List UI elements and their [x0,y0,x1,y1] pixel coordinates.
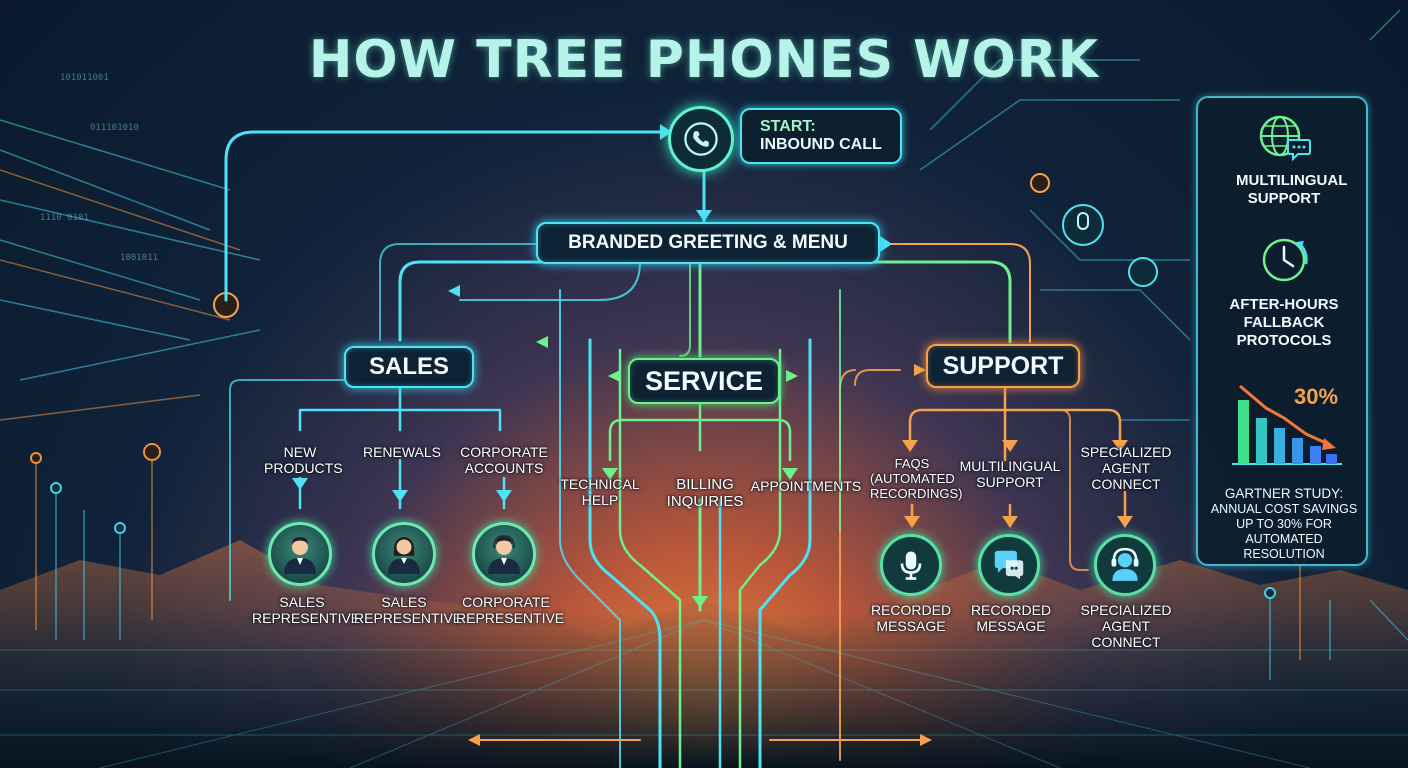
sidebar-item-multilingual: MULTILINGUAL SUPPORT [1236,172,1348,207]
support-option-specialized-agent: SPECIALIZED AGENT CONNECT [1080,444,1172,492]
stat-caption-title: GARTNER STUDY: [1224,486,1344,501]
greeting-menu-node: BRANDED GREETING & MENU [536,222,880,264]
phone-glyph [684,122,718,156]
globe-chat-icon [1256,110,1312,166]
benefits-panel: MULTILINGUAL SUPPORT AFTER-HOURS FALLBAC… [1196,96,1368,566]
support-option-multilingual: MULTILINGUAL SUPPORT [959,458,1061,490]
support-result-3: SPECIALIZED AGENT CONNECT [1080,602,1172,650]
service-option-appointments: APPOINTMENTS [750,478,862,494]
sales-option-new-products: NEW PRODUCTS [264,444,343,476]
headset-agent-icon [472,522,536,586]
sales-option-renewals: RENEWALS [362,444,442,460]
support-option-faqs: FAQS (AUTOMATED RECORDINGS) [870,456,963,501]
microphone-icon [880,534,942,596]
support-result-1: RECORDED MESSAGE [870,602,952,634]
svg-text:1110 0101: 1110 0101 [40,213,89,223]
support-result-2: RECORDED MESSAGE [970,602,1052,634]
service-option-billing-inquiries: BILLING INQUIRIES [666,476,744,510]
svg-text:1001011: 1001011 [120,253,158,263]
sidebar-item-after-hours: AFTER-HOURS FALLBACK PROTOCOLS [1229,296,1339,349]
support-node: SUPPORT [926,344,1080,388]
male-agent-icon [268,522,332,586]
female-agent-icon [372,522,436,586]
stat-caption-body: ANNUAL COST SAVINGS UP TO 30% FOR AUTOMA… [1210,502,1358,561]
svg-text:011101010: 011101010 [90,123,139,133]
svg-text:101011001: 101011001 [60,73,109,83]
sales-node: SALES [344,346,474,388]
sales-result-3: CORPORATE REPRESENTIVE [456,594,565,626]
stat-value: 30% [1294,384,1339,409]
sales-option-corporate-accounts: CORPORATE ACCOUNTS [460,444,548,476]
declining-bar-chart-icon [1226,378,1346,468]
phone-icon [668,106,734,172]
sales-result-1: SALES REPRESENTIVE [252,594,361,626]
start-label: START: [760,118,816,135]
start-description: INBOUND CALL [760,136,882,153]
page-title: HOW TREE PHONES WORK [308,30,1100,90]
service-option-technical-help: TECHNICAL HELP [560,476,640,508]
support-agent-icon [1094,534,1156,596]
service-node: SERVICE [628,358,780,404]
clock-icon [1256,232,1312,288]
start-node: START: INBOUND CALL [740,108,902,164]
sales-result-2: SALES REPRESENTIVE [354,594,463,626]
chat-bubble-icon [978,534,1040,596]
